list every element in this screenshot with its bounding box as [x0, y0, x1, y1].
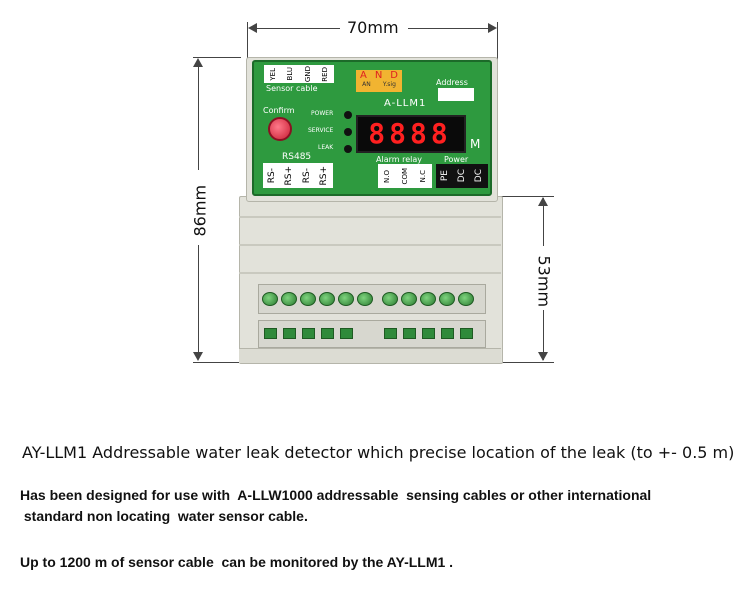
and-letter: N	[374, 70, 383, 81]
and-box: A N D AN Y.sig	[356, 70, 402, 92]
terminal-hole	[403, 328, 416, 339]
alarm-relay-label: Alarm relay	[376, 155, 422, 164]
height-extension-top	[193, 57, 241, 58]
address-label: Address	[436, 78, 468, 87]
pin-label: DC	[456, 169, 467, 183]
terminal-hole	[441, 328, 454, 339]
relay-pins: N.O COM N.C	[378, 164, 432, 188]
terminal-screw	[382, 292, 398, 306]
pin-label: RED	[321, 66, 330, 82]
and-sub-right: Y.sig	[382, 81, 396, 88]
terminal-hole	[460, 328, 473, 339]
housing-ridge-1	[239, 216, 501, 218]
height-arrow-up	[193, 58, 203, 67]
terminal-screw	[420, 292, 436, 306]
terminal-screw	[300, 292, 316, 306]
housing-ridge-3	[239, 272, 501, 274]
depth-extension-bottom	[500, 362, 554, 363]
pin-label: RS+	[284, 165, 295, 186]
terminal-screw	[262, 292, 278, 306]
and-letter: A	[359, 70, 367, 81]
terminal-screw	[458, 292, 474, 306]
pin-label: N.O	[383, 169, 391, 183]
terminal-screw	[357, 292, 373, 306]
terminal-hole	[264, 328, 277, 339]
terminal-screw	[439, 292, 455, 306]
depth-extension-top	[500, 196, 554, 197]
confirm-button[interactable]	[268, 117, 292, 141]
housing-ridge-2	[239, 244, 501, 246]
width-arrow-right	[488, 23, 497, 33]
height-arrow-down	[193, 352, 203, 361]
caption-title: AY-LLM1 Addressable water leak detector …	[22, 443, 735, 462]
terminal-screw	[319, 292, 335, 306]
height-label: 86mm	[190, 184, 210, 237]
pin-label: RS+	[319, 165, 330, 186]
width-line-right	[408, 28, 494, 29]
height-line-bottom	[198, 245, 199, 359]
segment-display: 8888	[356, 115, 466, 153]
leak-led	[344, 145, 352, 153]
indicator-service-label: SERVICE	[308, 127, 334, 134]
terminal-screw	[401, 292, 417, 306]
depth-arrow-up	[538, 197, 548, 206]
caption-line-4: Up to 1200 m of sensor cable can be moni…	[20, 554, 454, 570]
terminal-screw	[338, 292, 354, 306]
caption-line-2: Has been designed for use with A-LLW1000…	[20, 487, 652, 503]
depth-line-top	[543, 198, 544, 246]
height-extension-bottom	[193, 362, 241, 363]
terminal-hole	[321, 328, 334, 339]
rs485-pins: RS- RS+ RS- RS+	[263, 163, 333, 188]
pin-label: BLU	[286, 67, 295, 81]
depth-arrow-down	[538, 352, 548, 361]
terminal-screw	[281, 292, 297, 306]
terminal-hole	[384, 328, 397, 339]
width-label: 70mm	[347, 18, 399, 37]
pin-label: YEL	[268, 67, 277, 81]
power-led	[344, 111, 352, 119]
width-arrow-left	[248, 23, 257, 33]
confirm-label: Confirm	[263, 106, 295, 115]
pin-label: N.C	[419, 169, 427, 183]
address-field	[438, 88, 474, 101]
pin-label: RS-	[266, 167, 277, 184]
indicator-power-label: POWER	[311, 110, 334, 117]
rs485-label: RS485	[282, 152, 312, 162]
pin-label: PE	[439, 170, 450, 182]
housing-foot	[239, 348, 501, 363]
pin-label: RS-	[301, 167, 312, 184]
pin-label: DC	[474, 169, 485, 183]
width-extension-left	[247, 22, 248, 60]
pin-label: GND	[303, 65, 312, 83]
display-digits: 8888	[368, 117, 452, 150]
caption-line-3: standard non locating water sensor cable…	[20, 508, 308, 524]
width-extension-right	[497, 22, 498, 60]
depth-line-bottom	[543, 310, 544, 360]
and-sub-left: AN	[362, 81, 371, 88]
model-label: A-LLM1	[384, 98, 427, 109]
indicator-leak-label: LEAK	[318, 144, 334, 151]
service-led	[344, 128, 352, 136]
display-unit: M	[470, 137, 481, 151]
and-letter: D	[390, 70, 398, 81]
depth-label: 53mm	[534, 255, 554, 308]
power-label: Power	[444, 155, 469, 164]
power-pins: PE DC DC	[436, 164, 488, 188]
height-line-top	[198, 60, 199, 170]
width-line-left	[250, 28, 340, 29]
sensor-cable-pins: YEL BLU GND RED	[264, 65, 334, 83]
terminal-hole	[340, 328, 353, 339]
terminal-hole	[283, 328, 296, 339]
pin-label: COM	[401, 167, 409, 185]
terminal-hole	[302, 328, 315, 339]
sensor-cable-label: Sensor cable	[266, 84, 318, 93]
terminal-hole	[422, 328, 435, 339]
